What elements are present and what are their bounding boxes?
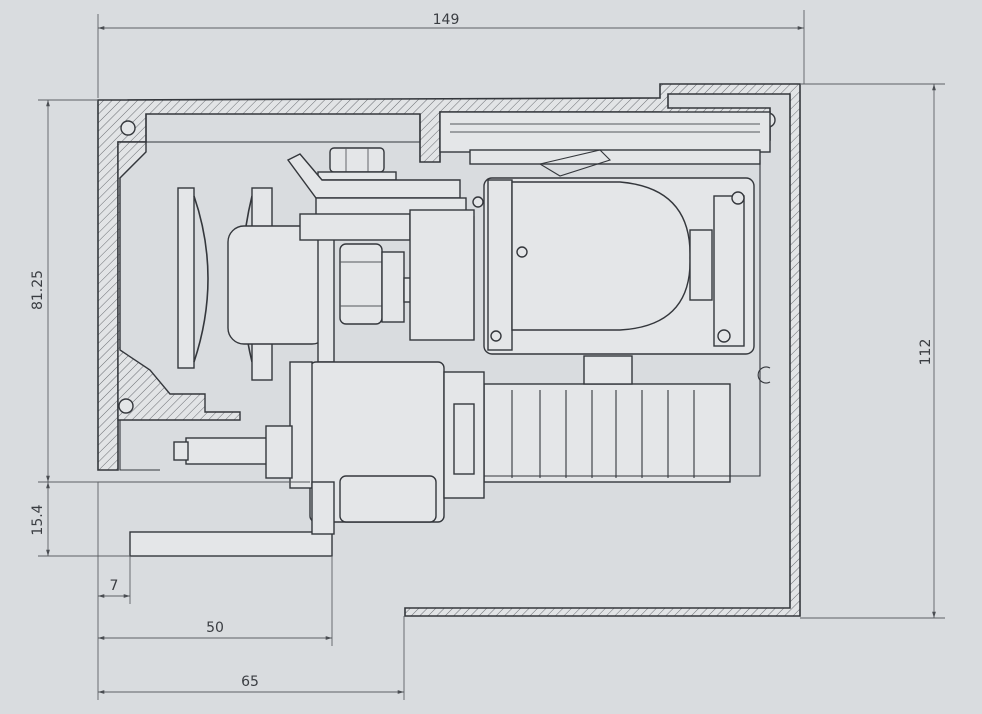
- lower-motor: [289, 361, 485, 523]
- top-carriage: [439, 111, 771, 177]
- mount-hole-top-left: [120, 120, 136, 136]
- mount-hole-bottom-left: [118, 398, 134, 414]
- dim-opening-length: 65: [241, 674, 259, 690]
- hex-nut-top: [317, 147, 397, 181]
- mechanism: [98, 111, 771, 557]
- gear-drum: [483, 355, 731, 483]
- dim-overall-width: 149: [433, 12, 460, 28]
- base-bracket: [98, 481, 335, 557]
- drive-shaft: [173, 425, 293, 479]
- dim-overall-height: 112: [918, 339, 934, 366]
- dim-left-offset: 7: [110, 578, 119, 594]
- dim-inner-height: 81.25: [30, 270, 46, 310]
- pulley-wheel: [177, 187, 335, 381]
- motor: [472, 177, 755, 355]
- hex-nut-side: [339, 243, 415, 325]
- dimensions: 149 112 81.25 15.4 7 50 65: [30, 10, 945, 700]
- dim-base-offset: 15.4: [30, 504, 46, 535]
- dim-bracket-length: 50: [206, 620, 224, 636]
